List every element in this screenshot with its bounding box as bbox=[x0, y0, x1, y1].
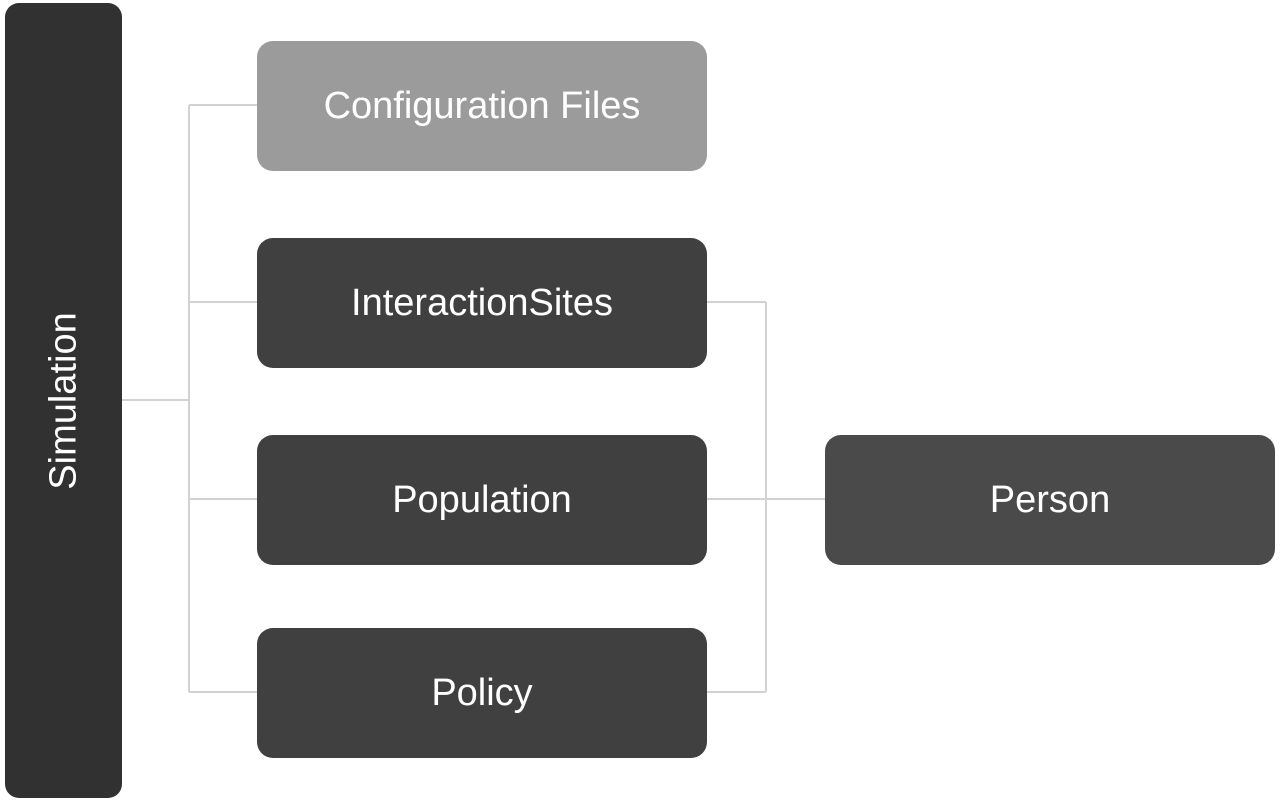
simulation-node: Simulation bbox=[5, 3, 122, 798]
policy-node: Policy bbox=[257, 628, 707, 758]
population-label: Population bbox=[392, 478, 572, 521]
interactionsites-label: InteractionSites bbox=[351, 281, 613, 324]
interactionsites-node: InteractionSites bbox=[257, 238, 707, 368]
population-node: Population bbox=[257, 435, 707, 565]
person-node: Person bbox=[825, 435, 1275, 565]
person-label: Person bbox=[989, 478, 1111, 521]
simulation-label: Simulation bbox=[42, 311, 84, 490]
configuration-files-label: Configuration Files bbox=[323, 84, 641, 127]
policy-label: Policy bbox=[431, 671, 533, 714]
configuration-files-node: Configuration Files bbox=[257, 41, 707, 171]
